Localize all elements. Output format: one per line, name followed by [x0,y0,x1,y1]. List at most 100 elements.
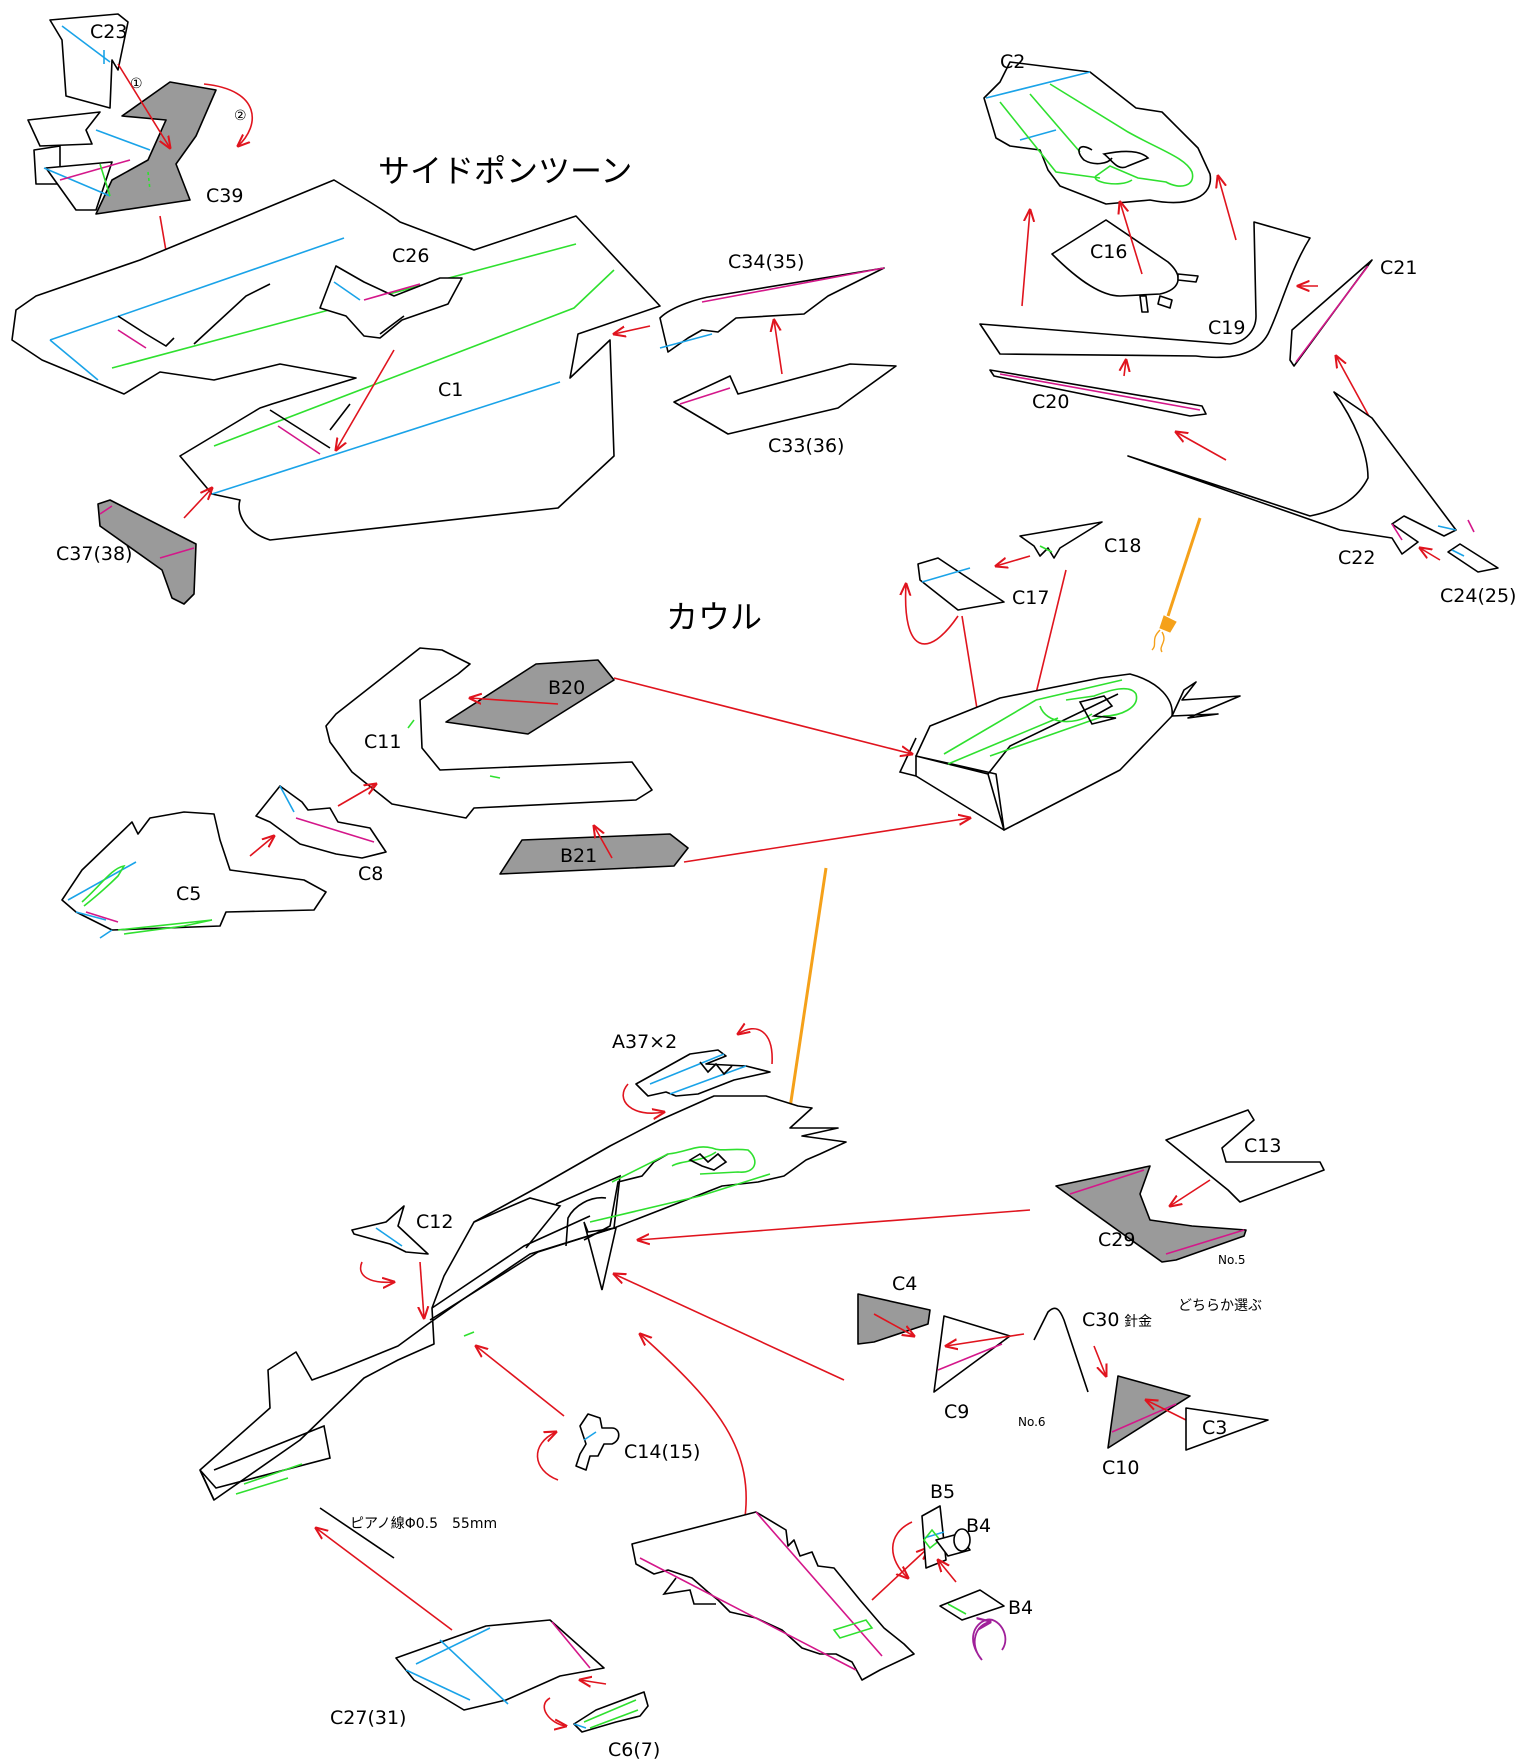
part-c2 [983,61,1212,205]
part-c34 [659,267,885,353]
part-c21 [1289,259,1373,367]
label-c3: C3 [1202,1417,1227,1439]
label-wire: 針金 [1124,1314,1152,1330]
arrow-b4-b5 [938,1560,957,1583]
part-c16 [1051,219,1199,313]
arrow-c19-c2-right [1218,176,1237,241]
label-c8: C8 [358,863,383,885]
section-title-cowl: カウル [666,598,762,636]
label-a37: A37×2 [612,1031,677,1053]
arrow-a37-rotate-top [738,1029,773,1065]
label-c19: C19 [1208,317,1245,339]
label-c30: C30 [1082,1309,1119,1331]
part-c30-wire [1033,1307,1089,1393]
label-c1: C1 [438,379,463,401]
arrow-c3-c10 [1146,1400,1187,1421]
arrow-c12-rotate [359,1261,394,1282]
piano-wire [319,1507,395,1559]
part-c11 [325,647,653,819]
part-c4 [857,1293,931,1345]
part-c22 [1127,391,1475,555]
arrow-c12-body [420,1261,424,1318]
part-c29 [1055,1165,1247,1263]
label-piano-wire: ピアノ線Φ0.5 55mm [350,1516,497,1532]
label-b5: B5 [930,1481,955,1503]
label-c16: C16 [1090,241,1127,263]
label-c2: C2 [1000,51,1025,73]
arrow-b5-tail [871,1548,928,1601]
step-1-marker: ① [130,76,143,92]
part-c5 [61,811,327,939]
label-c22: C22 [1338,547,1375,569]
part-c39 [27,81,217,215]
label-c17: C17 [1012,587,1049,609]
label-c6: C6(7) [608,1739,660,1759]
arrow-c20-c19 [1124,360,1126,377]
arrow-a37-rotate-bottom [622,1083,664,1113]
section-title-side-pontoon: サイドポンツーン [378,152,632,190]
arrow-tail-body [640,1334,747,1525]
part-c26 [319,265,463,339]
arrow-b20-cowl [613,677,912,754]
label-c24: C24(25) [1440,585,1516,607]
arrow-c17-rotate [906,584,959,645]
part-cowl-assembly [898,673,1241,831]
part-b4-pin [935,1528,971,1557]
label-c37: C37(38) [56,543,132,565]
arrow-c33-c34 [774,320,783,375]
glue-hand-icon [1151,615,1177,653]
label-c18: C18 [1104,535,1141,557]
part-c12 [351,1205,429,1255]
arrow-c26-c1 [336,349,395,450]
label-c11: C11 [364,731,401,753]
arrow-c14-rotate [536,1432,558,1481]
glue-guide-top [1166,517,1202,617]
arrow-c34-c1 [614,325,651,334]
arrow-c16-c2 [1120,202,1143,275]
label-c29: C29 [1098,1229,1135,1251]
label-c4: C4 [892,1273,917,1295]
label-c14: C14(15) [624,1441,700,1463]
part-c23 [49,13,129,109]
arrow-c22-c20 [1176,432,1227,461]
arrow-b5-rotate [891,1521,913,1578]
label-c27: C27(31) [330,1707,406,1729]
part-c8 [255,785,387,859]
arrow-c29-body [638,1209,1031,1240]
arrow-c30-c10 [1093,1345,1106,1376]
arrow-c39-rotate [203,83,253,146]
part-c18 [1019,521,1103,559]
arrow-c23-c39 [117,63,170,148]
part-c37 [97,499,197,605]
label-b4-bottom: B4 [1008,1597,1033,1619]
part-c33 [673,363,897,435]
arrow-c14-body [476,1346,565,1417]
part-c17 [917,557,1005,611]
part-c27 [395,1619,605,1711]
rotate-icon [972,1619,1007,1661]
part-tail-plane [631,1511,915,1681]
arrow-c30-c9 [946,1333,1025,1346]
part-main-body [199,1095,847,1501]
label-c26: C26 [392,245,429,267]
part-b5 [921,1505,947,1569]
label-c13: C13 [1244,1135,1281,1157]
label-c9: C9 [944,1401,969,1423]
arrow-b21-c11 [594,826,613,859]
label-c12: C12 [416,1211,453,1233]
arrow-b21-cowl [683,818,970,863]
label-c20: C20 [1032,391,1069,413]
label-c34: C34(35) [728,251,804,273]
label-b21: B21 [560,845,597,867]
arrow-c6-c27 [580,1680,607,1684]
label-b20: B20 [548,677,585,699]
label-no5: No.5 [1218,1253,1246,1267]
step-2-marker: ② [234,108,247,124]
part-a37 [635,1049,771,1097]
arrow-b20-c11 [470,698,559,704]
label-c21: C21 [1380,257,1417,279]
part-c14 [575,1413,620,1471]
part-b21 [499,833,689,875]
arrow-c13-c29 [1170,1179,1211,1206]
